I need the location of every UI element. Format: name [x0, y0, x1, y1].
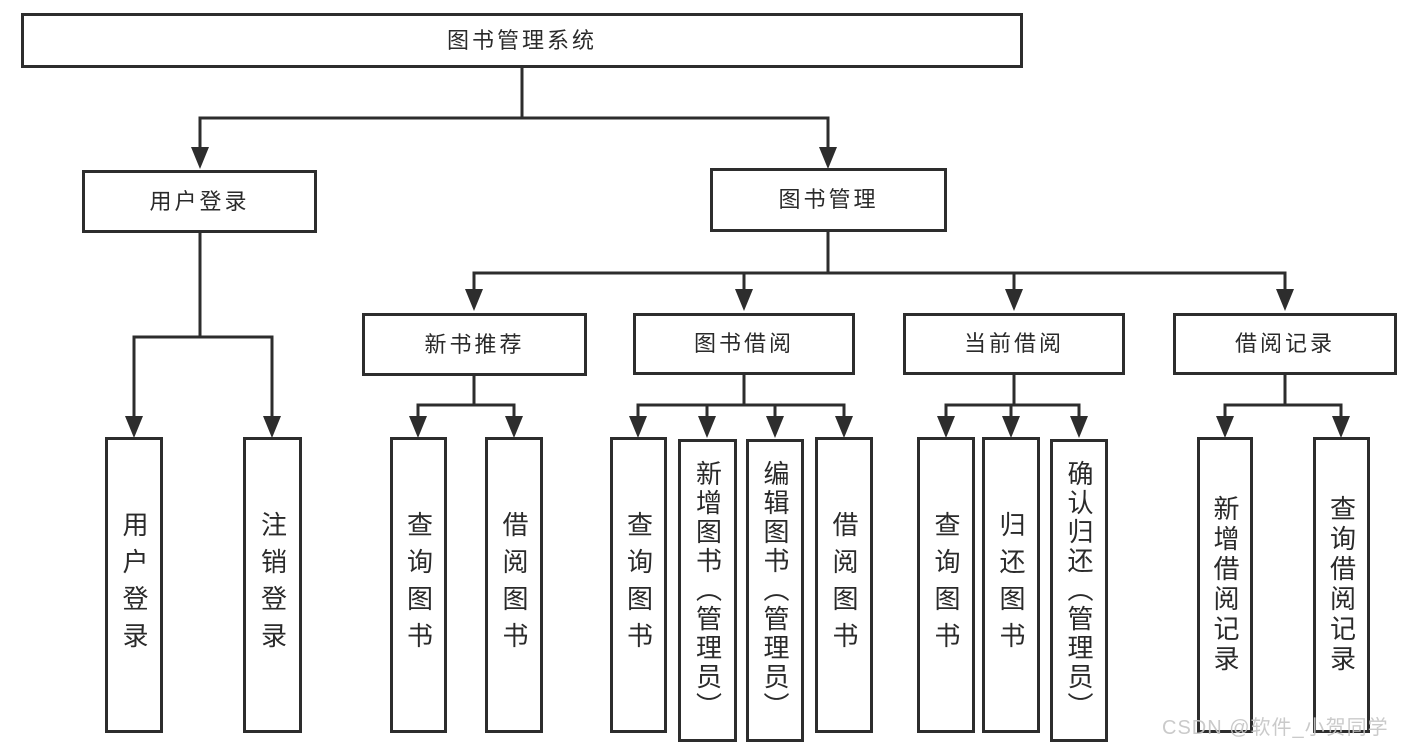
node-query-books-recommend: 查询图书: [390, 437, 447, 733]
node-query-books-borrowing: 查询图书: [610, 437, 667, 733]
node-new-book-recommend: 新书推荐: [362, 313, 587, 376]
node-query-books-current: 查询图书: [917, 437, 975, 733]
node-add-book-admin: 新增图书（管理员）: [678, 439, 737, 742]
node-current-borrowing: 当前借阅: [903, 313, 1125, 375]
watermark: CSDN @软件_小贺同学: [1162, 717, 1389, 739]
node-book-management: 图书管理: [710, 168, 947, 232]
node-return-book: 归还图书: [982, 437, 1040, 733]
node-library-system: 图书管理系统: [21, 13, 1023, 68]
node-edit-book-admin: 编辑图书（管理员）: [746, 439, 804, 742]
node-query-borrow-record: 查询借阅记录: [1313, 437, 1370, 733]
node-user-login: 用户登录: [82, 170, 317, 233]
node-logout-leaf: 注销登录: [243, 437, 302, 733]
arrowheads: [125, 147, 1350, 438]
node-add-borrow-record: 新增借阅记录: [1197, 437, 1253, 733]
connector-path: [132, 66, 1343, 420]
node-borrow-books-borrowing: 借阅图书: [815, 437, 873, 733]
node-borrow-records: 借阅记录: [1173, 313, 1397, 375]
node-borrow-books-recommend: 借阅图书: [485, 437, 543, 733]
node-book-borrowing: 图书借阅: [633, 313, 855, 375]
node-confirm-return-admin: 确认归还（管理员）: [1050, 439, 1108, 742]
node-user-login-leaf: 用户登录: [105, 437, 163, 733]
